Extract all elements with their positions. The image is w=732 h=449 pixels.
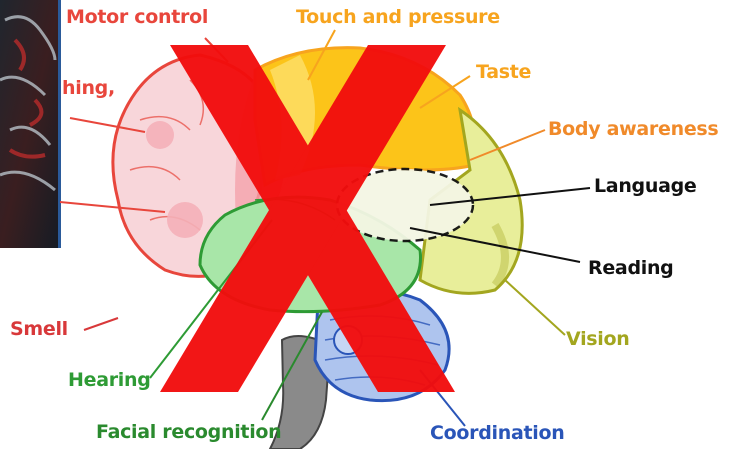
label-truncated-left: hing, bbox=[62, 79, 115, 98]
label-language: Language bbox=[594, 177, 697, 196]
brain-photo-inset bbox=[0, 0, 61, 248]
label-touch-pressure: Touch and pressure bbox=[296, 8, 500, 27]
label-smell: Smell bbox=[10, 320, 68, 339]
label-reading: Reading bbox=[588, 259, 673, 278]
label-coordination: Coordination bbox=[430, 424, 564, 443]
label-facial-recognition: Facial recognition bbox=[96, 423, 281, 442]
label-taste: Taste bbox=[476, 63, 531, 82]
label-body-awareness: Body awareness bbox=[548, 120, 718, 139]
label-hearing: Hearing bbox=[68, 371, 151, 390]
label-motor-control: Motor control bbox=[66, 8, 208, 27]
label-vision: Vision bbox=[566, 330, 630, 349]
